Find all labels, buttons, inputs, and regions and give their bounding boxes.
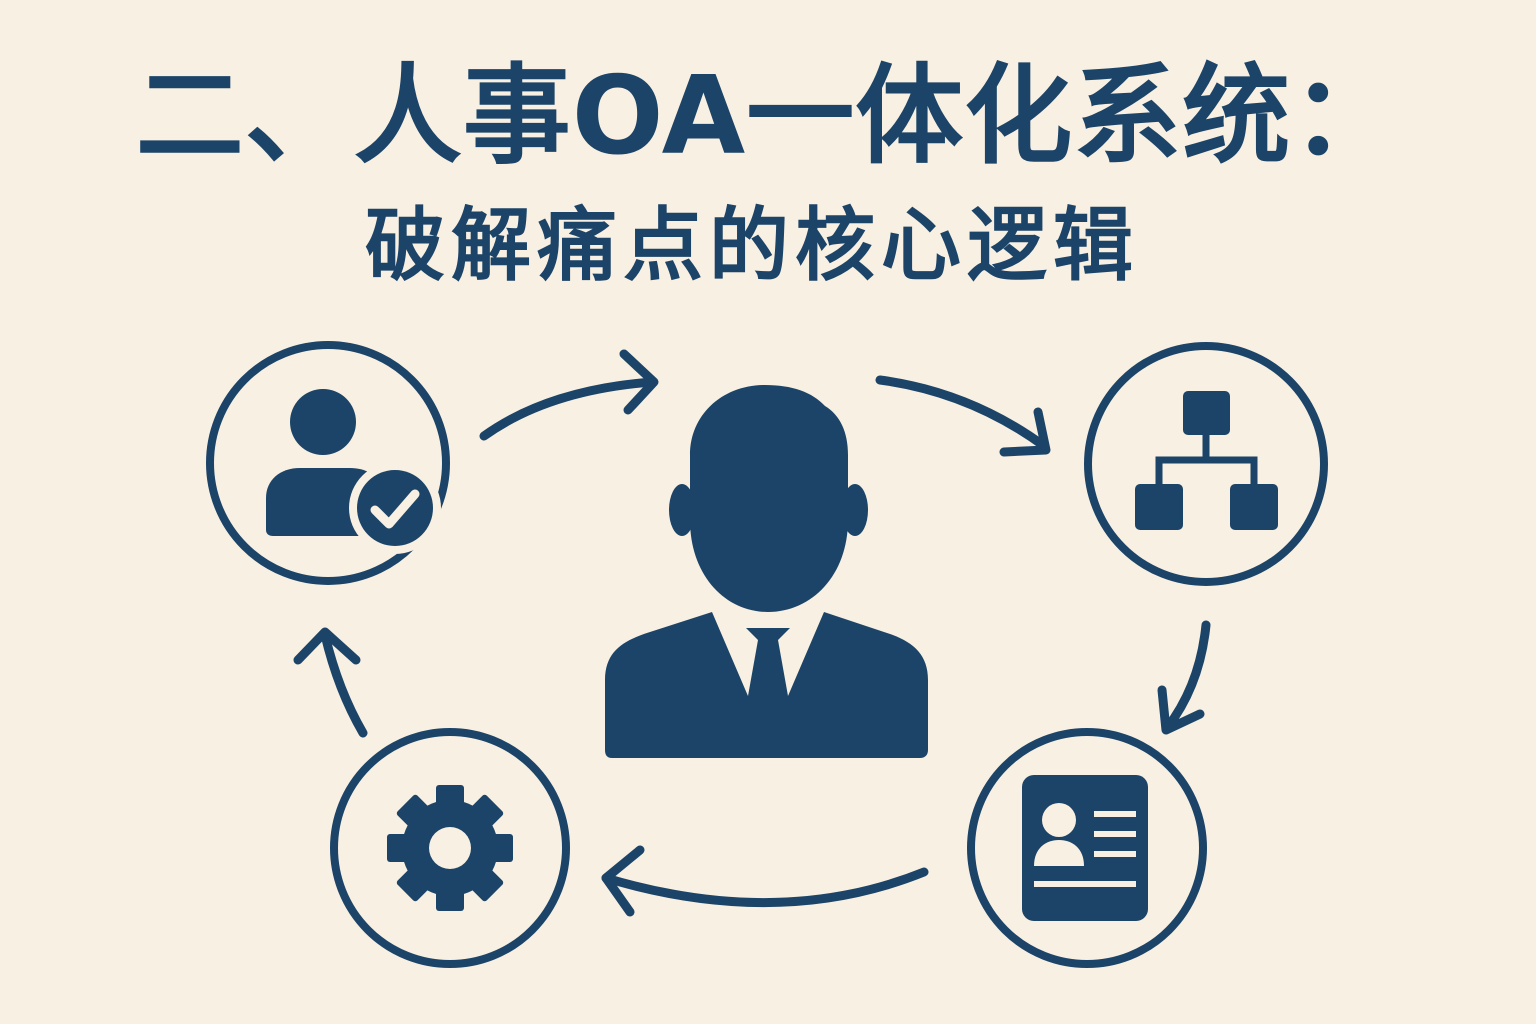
main-title: 二、人事OA一体化系统： [135,54,1401,179]
org-chart-icon [1135,391,1278,530]
check-badge-icon [357,470,433,546]
node-circle-org [1084,342,1328,586]
node-circle-user [206,341,450,585]
arrow-settings-to-user [293,627,368,738]
businessman-icon [605,385,928,758]
businessman-body [605,612,928,758]
user-check-icon [266,389,441,554]
arrow-center-to-org [875,375,1051,457]
id-card-icon [1022,775,1148,921]
node-circle-document [967,728,1207,968]
gear-icon [387,785,513,911]
arrow-user-to-center [479,349,659,441]
subtitle: 破解痛点的核心逻辑 [365,199,1139,292]
arrow-document-to-settings [601,845,929,917]
businessman-head [690,385,848,612]
node-circle-settings [330,728,570,968]
arrow-org-to-document [1157,620,1211,735]
